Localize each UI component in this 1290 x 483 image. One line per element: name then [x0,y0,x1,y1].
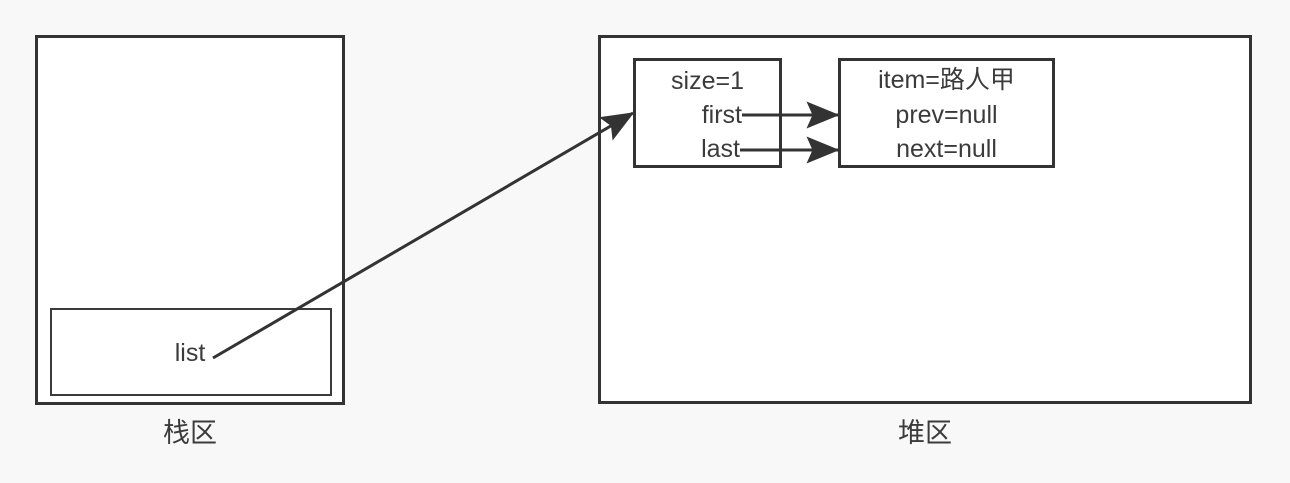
heap-region-label: 堆区 [898,418,952,448]
entry-item-field: item=路人甲 [878,66,1015,94]
entry-next-field: next=null [896,135,997,163]
entry-node-box [838,58,1055,168]
linkedlist-size-field: size=1 [671,67,744,95]
entry-prev-field: prev=null [895,101,998,129]
stack-region-label: 栈区 [163,418,217,448]
stack-variable-label: list [174,339,206,367]
linkedlist-first-field: first [701,101,742,129]
linkedlist-last-field: last [701,135,740,163]
